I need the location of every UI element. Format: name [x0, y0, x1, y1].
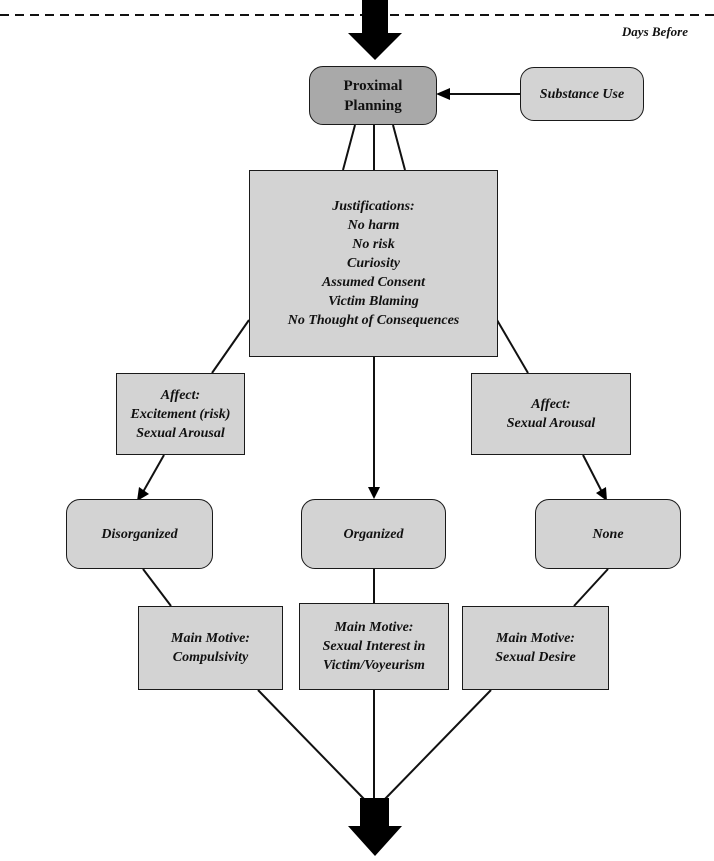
motive-center-node: Main Motive: Sexual Interest in Victim/V…	[299, 603, 449, 690]
connector-affect-none	[582, 454, 603, 493]
connector-planning-justifications-3	[392, 124, 406, 171]
connector-none-motive	[573, 568, 609, 607]
disorganized-node: Disorganized	[66, 499, 213, 569]
connector-disorganized-motive	[142, 568, 172, 607]
node-line: Proximal	[343, 77, 403, 94]
node-line: Sexual Arousal	[506, 416, 596, 431]
node-line: Sexual Desire	[495, 650, 576, 665]
node-line: Main Motive:	[171, 631, 250, 646]
connector-motive-right-bottom	[383, 689, 492, 801]
motive-right-node: Main Motive: Sexual Desire	[462, 606, 609, 690]
connector-affect-disorganized	[142, 454, 165, 493]
node-line: Organized	[343, 526, 404, 542]
node-line: Main Motive:	[334, 620, 414, 635]
affect-left-node: Affect: Excitement (risk) Sexual Arousal	[116, 373, 245, 455]
connector-motive-left-bottom	[257, 689, 366, 801]
node-line: Justifications:	[332, 199, 415, 214]
node-line: No risk	[352, 237, 395, 252]
justifications-node: Justifications: No harm No risk Curiosit…	[249, 170, 498, 357]
node-line: Planning	[344, 97, 402, 114]
proximal-planning-node: Proximal Planning	[309, 66, 437, 125]
node-line: Victim Blaming	[328, 294, 419, 309]
node-line: Main Motive:	[496, 631, 575, 646]
node-line: Affect:	[160, 387, 201, 403]
node-line: Assumed Consent	[321, 275, 426, 290]
node-line: None	[592, 526, 624, 542]
node-line: Disorganized	[101, 526, 178, 542]
node-line: Substance Use	[539, 86, 625, 102]
connector-planning-justifications-1	[342, 124, 356, 171]
arrowhead-disorganized	[137, 487, 149, 501]
substance-use-node: Substance Use	[520, 67, 644, 121]
arrowhead-substance-to-planning	[436, 88, 450, 100]
node-line: No Thought of Consequences	[287, 313, 460, 328]
node-line: Excitement (risk)	[130, 406, 231, 422]
timeline-label: Days Before	[621, 24, 688, 39]
node-line: Victim/Voyeurism	[323, 658, 425, 673]
node-line: No harm	[347, 218, 400, 233]
bottom-flow-arrow	[348, 798, 402, 856]
node-line: Sexual Arousal	[136, 425, 225, 441]
connector-justifications-affect-right	[496, 319, 529, 374]
top-flow-arrow	[348, 0, 402, 60]
node-line: Sexual Interest in	[322, 639, 426, 654]
motive-left-node: Main Motive: Compulsivity	[138, 606, 283, 690]
arrowhead-organized	[368, 487, 380, 499]
node-line: Curiosity	[347, 256, 400, 271]
organized-node: Organized	[301, 499, 446, 569]
node-line: Affect:	[531, 397, 571, 412]
none-node: None	[535, 499, 681, 569]
node-line: Compulsivity	[172, 650, 249, 665]
connector-justifications-affect-left	[211, 319, 250, 374]
arrowhead-none	[596, 487, 607, 501]
affect-right-node: Affect: Sexual Arousal	[471, 373, 631, 455]
